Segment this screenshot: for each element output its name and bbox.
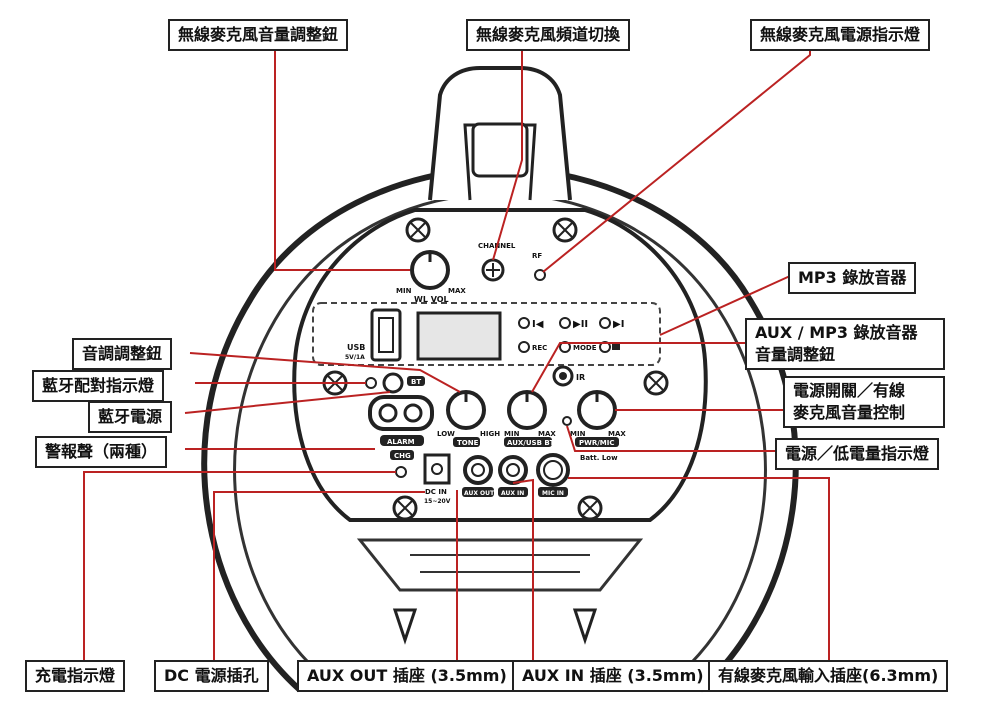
screw-mid-right bbox=[643, 370, 669, 396]
callout-aux-mp3-volume-knob-line1: AUX / MP3 錄放音器 bbox=[755, 323, 918, 342]
callout-tone-knob-text: 音調調整鈕 bbox=[82, 344, 163, 363]
mic-clip bbox=[471, 122, 529, 178]
bottom-vent bbox=[356, 538, 644, 592]
callout-aux-mp3-volume-knob: AUX / MP3 錄放音器 音量調整鈕 bbox=[745, 318, 945, 370]
mp3-display bbox=[416, 311, 502, 361]
pwr-max-label: MAX bbox=[608, 430, 626, 438]
callout-mp3-recorder-text: MP3 錄放音器 bbox=[798, 268, 907, 287]
callout-alarm: 警報聲（兩種） bbox=[35, 436, 168, 468]
callout-wired-mic-input-jack: 有線麥克風輸入插座(6.3mm) bbox=[708, 660, 949, 692]
callout-mp3-recorder: MP3 錄放音器 bbox=[788, 262, 917, 294]
callout-bt-power: 藍牙電源 bbox=[88, 401, 173, 433]
play-pause-button[interactable] bbox=[559, 317, 571, 329]
callout-power-switch-line2: 麥克風音量控制 bbox=[793, 403, 906, 422]
callout-wireless-mic-channel-switch-text: 無線麥克風頻道切換 bbox=[476, 25, 621, 44]
bt-pairing-led bbox=[365, 377, 377, 389]
callout-power-switch-line1: 電源開關／有線 bbox=[793, 381, 906, 400]
callout-aux-in-jack: AUX IN 插座 (3.5mm) bbox=[512, 660, 714, 692]
callout-power-low-battery-indicator: 電源／低電量指示燈 bbox=[775, 438, 940, 470]
callout-charge-indicator: 充電指示燈 bbox=[25, 660, 126, 692]
aux-usb-bt-label: AUX/USB BT bbox=[507, 439, 555, 447]
pwr-min-label: MIN bbox=[570, 430, 586, 438]
mp3-module bbox=[312, 302, 661, 366]
bt-label: BT bbox=[411, 378, 421, 386]
tone-high-label: HIGH bbox=[480, 430, 500, 438]
batt-low-label: Batt. Low bbox=[580, 454, 618, 462]
callout-wired-mic-input-jack-text: 有線麥克風輸入插座(6.3mm) bbox=[718, 666, 939, 685]
callout-wireless-mic-volume-knob-text: 無線麥克風音量調整鈕 bbox=[178, 25, 339, 44]
callout-power-low-battery-indicator-text: 電源／低電量指示燈 bbox=[785, 444, 930, 463]
callout-bt-pairing-indicator-text: 藍牙配對指示燈 bbox=[42, 376, 155, 395]
screw-bottom-left bbox=[392, 495, 418, 521]
aux-in-label: AUX IN bbox=[501, 490, 524, 497]
foot-right bbox=[572, 608, 598, 645]
callout-wireless-mic-volume-knob: 無線麥克風音量調整鈕 bbox=[168, 19, 349, 51]
callout-dc-power-jack: DC 電源插孔 bbox=[154, 660, 269, 692]
alarm-label: ALARM bbox=[387, 438, 415, 446]
aux-max-label: MAX bbox=[538, 430, 556, 438]
callout-tone-knob: 音調調整鈕 bbox=[72, 338, 173, 370]
callout-charge-indicator-text: 充電指示燈 bbox=[35, 666, 116, 685]
aux-min-label: MIN bbox=[504, 430, 520, 438]
ir-label: IR bbox=[576, 373, 585, 382]
svg-text:▶I: ▶I bbox=[613, 319, 624, 330]
callout-wireless-mic-channel-switch: 無線麥克風頻道切換 bbox=[466, 19, 631, 51]
chg-label: CHG bbox=[394, 452, 411, 460]
screw-bottom-right bbox=[577, 495, 603, 521]
wl-vol-label: WL VOL bbox=[414, 295, 449, 304]
callout-wireless-mic-power-indicator: 無線麥克風電源指示燈 bbox=[750, 19, 931, 51]
rf-label: RF bbox=[532, 252, 542, 260]
callout-aux-in-jack-text: AUX IN 插座 (3.5mm) bbox=[522, 666, 704, 685]
tone-low-label: LOW bbox=[437, 430, 455, 438]
svg-text:▶II: ▶II bbox=[573, 319, 588, 330]
dc-in-label: DC IN bbox=[425, 488, 447, 496]
callout-bt-power-text: 藍牙電源 bbox=[98, 407, 163, 426]
callout-bt-pairing-indicator: 藍牙配對指示燈 bbox=[32, 370, 165, 402]
screw-top-right bbox=[552, 217, 578, 243]
pwr-mic-label: PWR/MIC bbox=[579, 439, 615, 447]
dc-volt-label: 15~20V bbox=[424, 498, 451, 505]
power-low-battery-led bbox=[562, 416, 572, 426]
bt-power-button[interactable] bbox=[382, 372, 404, 394]
wl-vol-max-label: MAX bbox=[448, 287, 466, 295]
callout-power-switch: 電源開關／有線 麥克風音量控制 bbox=[783, 376, 945, 428]
rec-button[interactable] bbox=[518, 341, 530, 353]
svg-text:I◀: I◀ bbox=[532, 319, 544, 330]
aux-out-label: AUX OUT bbox=[464, 490, 495, 497]
prev-button[interactable] bbox=[518, 317, 530, 329]
rec-label: REC bbox=[532, 344, 547, 352]
charge-led bbox=[395, 466, 407, 478]
wl-vol-min-label: MIN bbox=[396, 287, 412, 295]
mic-in-label: MIC IN bbox=[542, 490, 564, 497]
screw-top-left bbox=[405, 217, 431, 243]
leader-lines bbox=[83, 46, 830, 660]
foot-left bbox=[392, 608, 418, 645]
usb-label: USB bbox=[347, 343, 365, 352]
callout-aux-out-jack: AUX OUT 插座 (3.5mm) bbox=[297, 660, 517, 692]
callout-alarm-text: 警報聲（兩種） bbox=[45, 442, 158, 461]
tone-label: TONE bbox=[457, 439, 479, 447]
usb-rating-label: 5V/1A bbox=[345, 354, 365, 361]
callout-aux-mp3-volume-knob-line2: 音量調整鈕 bbox=[755, 345, 836, 364]
next-button[interactable] bbox=[599, 317, 611, 329]
mode-label: MODE bbox=[573, 344, 597, 352]
rf-indicator-led bbox=[534, 269, 546, 281]
callout-aux-out-jack-text: AUX OUT 插座 (3.5mm) bbox=[307, 666, 507, 685]
callout-wireless-mic-power-indicator-text: 無線麥克風電源指示燈 bbox=[760, 25, 921, 44]
callout-dc-power-jack-text: DC 電源插孔 bbox=[164, 666, 259, 685]
